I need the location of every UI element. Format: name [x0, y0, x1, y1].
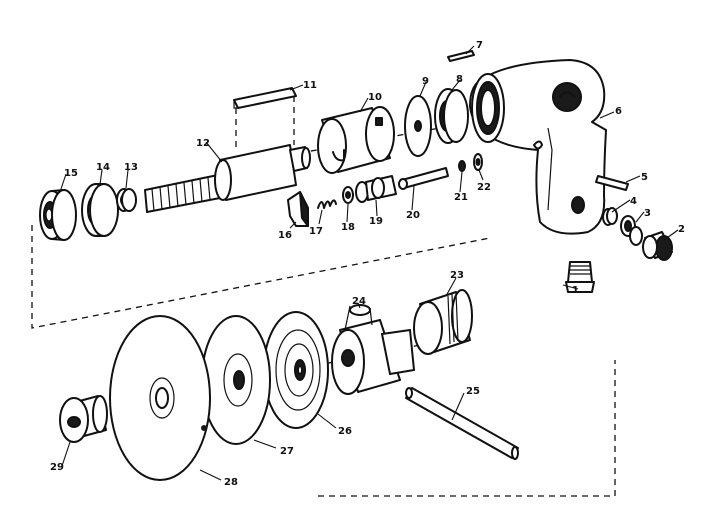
label-part-1: 1	[572, 285, 579, 296]
label-part-18: 18	[341, 222, 355, 233]
part-5-pin	[595, 175, 629, 191]
label-part-16: 16	[278, 230, 292, 241]
label-part-13: 13	[124, 162, 138, 173]
label-part-5: 5	[641, 172, 648, 183]
label-part-28: 28	[224, 477, 238, 488]
label-part-14: 14	[96, 162, 110, 173]
label-part-3: 3	[644, 208, 651, 219]
part-26-backing-disc	[263, 311, 329, 429]
part-15-bearing	[39, 189, 77, 241]
label-part-17: 17	[309, 226, 323, 237]
part-29-retaining-nut	[59, 395, 108, 443]
leader-lines	[59, 45, 679, 481]
part-27-pad	[201, 315, 271, 445]
part-25-rod	[405, 387, 519, 460]
part-6-housing	[469, 59, 607, 235]
part-24-arbor	[331, 304, 415, 395]
part-16-block	[287, 191, 309, 227]
label-part-12: 12	[196, 138, 210, 149]
part-8-bearing	[434, 88, 469, 144]
label-part-15: 15	[64, 168, 78, 179]
part-labels: 1 2 3 4 5 6 7 8 9 10 11 12 13 14 15 16 1…	[50, 40, 685, 488]
part-3-washer	[620, 215, 643, 246]
group-outline-upper	[31, 225, 491, 329]
part-22-washer	[473, 153, 483, 171]
part-21-o-ring	[458, 160, 466, 172]
label-part-8: 8	[456, 74, 463, 85]
part-2-plug	[642, 231, 673, 261]
label-part-21: 21	[454, 192, 468, 203]
label-part-25: 25	[466, 386, 480, 397]
label-part-19: 19	[369, 216, 383, 227]
part-20-rod	[398, 167, 449, 190]
part-14-bearing-cup	[81, 183, 119, 237]
part-23-threaded-collar	[413, 289, 473, 355]
label-part-4: 4	[630, 196, 637, 207]
label-part-27: 27	[280, 446, 294, 457]
part-12-spindle	[144, 144, 311, 213]
part-7-pin	[447, 50, 475, 62]
label-part-20: 20	[406, 210, 420, 221]
part-1-inlet-fitting	[565, 261, 595, 293]
group-outline-lower	[318, 360, 616, 497]
part-13-nut	[116, 188, 137, 212]
part-28-sanding-disc	[109, 315, 211, 481]
label-part-9: 9	[422, 76, 429, 87]
part-9-disc	[404, 95, 432, 157]
part-19-piston	[355, 175, 397, 203]
label-part-24: 24	[352, 296, 366, 307]
label-part-7: 7	[476, 40, 483, 51]
part-4-spring	[602, 207, 618, 226]
label-part-23: 23	[450, 270, 464, 281]
label-part-10: 10	[368, 92, 382, 103]
label-part-6: 6	[615, 106, 622, 117]
label-part-29: 29	[50, 462, 64, 473]
label-part-11: 11	[303, 80, 317, 91]
part-17-spring	[317, 199, 337, 209]
label-part-22: 22	[477, 182, 491, 193]
part-10-sleeve	[317, 106, 395, 174]
part-18-ring	[342, 186, 354, 204]
label-part-2: 2	[678, 224, 685, 235]
label-part-26: 26	[338, 426, 352, 437]
part-11-key	[233, 87, 297, 150]
